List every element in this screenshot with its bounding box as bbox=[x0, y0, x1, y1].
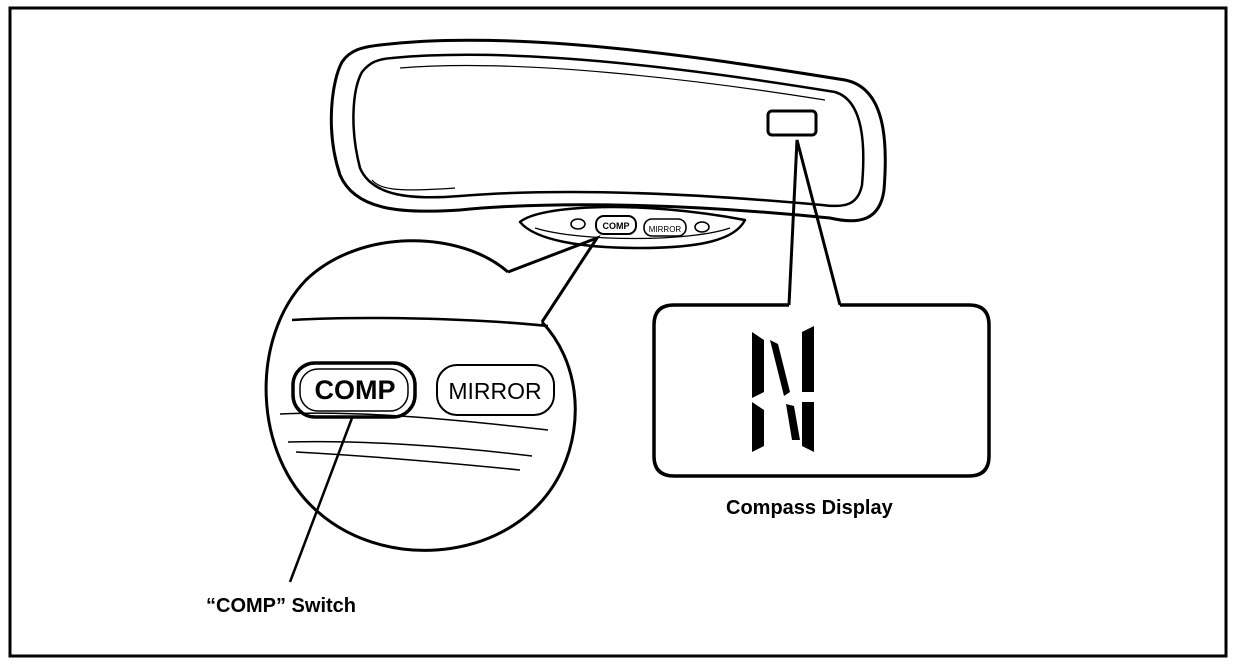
mirror-panel-line bbox=[534, 227, 731, 240]
compass-window bbox=[766, 109, 818, 137]
zoom-panel-line-1 bbox=[291, 316, 549, 328]
compass-leader bbox=[787, 139, 842, 306]
compass-display-box bbox=[652, 303, 991, 478]
mirror-comp-button[interactable] bbox=[595, 215, 637, 235]
mirror-glass-rim bbox=[399, 64, 826, 101]
compass-display-callout: Compass Display bbox=[726, 497, 893, 519]
zoom-comp-button-inner bbox=[299, 368, 409, 412]
zoom-detail bbox=[264, 234, 601, 583]
left-sensor-icon bbox=[570, 218, 586, 230]
zoom-connector bbox=[507, 234, 601, 323]
zoom-panel-line-3 bbox=[287, 440, 533, 457]
zoom-mirror-label: MIRROR bbox=[448, 378, 541, 404]
zoom-panel-line-2 bbox=[279, 412, 549, 431]
compass-heading-n-icon bbox=[752, 326, 814, 452]
mirror-comp-label: COMP bbox=[603, 221, 630, 231]
zoom-comp-button[interactable] bbox=[291, 361, 417, 419]
mirror-glass bbox=[352, 53, 865, 208]
comp-leader-line bbox=[288, 417, 354, 583]
zoom-panel-line-4 bbox=[295, 451, 521, 471]
rearview-mirror bbox=[329, 38, 887, 250]
mirror-button-panel bbox=[518, 205, 747, 250]
right-sensor-icon bbox=[694, 221, 710, 233]
zoom-mirror-button[interactable] bbox=[436, 364, 555, 416]
mirror-mirror-button[interactable] bbox=[643, 218, 687, 237]
mirror-mirror-label: MIRROR bbox=[649, 225, 682, 234]
comp-switch-callout: “COMP” Switch bbox=[206, 595, 357, 617]
figure-frame bbox=[8, 6, 1228, 658]
mirror-housing bbox=[329, 38, 887, 223]
compass-display-detail bbox=[652, 139, 991, 478]
zoom-comp-label: COMP bbox=[315, 375, 396, 405]
zoom-circle bbox=[264, 239, 577, 552]
mirror-glass-rim-lower bbox=[371, 179, 456, 191]
